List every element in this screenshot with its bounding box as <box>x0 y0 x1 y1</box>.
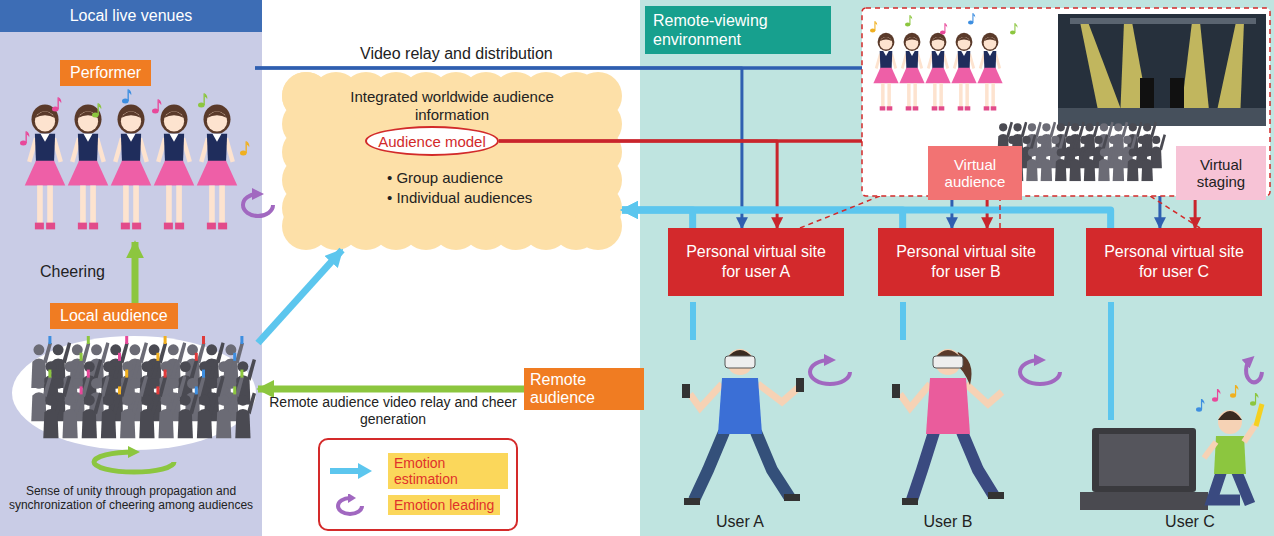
node-text: Audience model <box>378 133 486 150</box>
estimation-feed <box>693 302 1111 420</box>
remote-panel: Remote-viewing environmentPersonal virtu… <box>640 0 1274 536</box>
node-text: Personal virtual site for user A <box>684 242 828 282</box>
node-text: Remote-viewing environment <box>645 6 831 54</box>
node-text: Virtual staging <box>1180 156 1262 190</box>
unity-note: Sense of unity through propagation and s… <box>4 484 258 513</box>
cheer-arrow <box>258 386 524 393</box>
estimation-arrow <box>622 210 1111 228</box>
virtual-site-box: Personal virtual site for user B <box>878 228 1054 296</box>
user-label: User A <box>700 512 780 531</box>
remote-audience-box: Remote audience <box>524 368 644 410</box>
relay-label: Video relay and distribution <box>360 44 590 63</box>
audience-model-oval: Audience model <box>365 126 499 156</box>
video-relay-arrow <box>255 68 742 228</box>
user-a-figure <box>682 349 804 505</box>
model-arrow <box>499 141 777 228</box>
crowd-ground <box>12 336 256 450</box>
node-text: • Group audience <box>387 168 622 188</box>
legend-text: Emotion leading <box>388 495 500 515</box>
estimation-arrow <box>622 210 693 228</box>
node-text: Local audience <box>50 303 178 329</box>
cheer-relay-label: Remote audience video relay and cheer ge… <box>268 394 518 428</box>
node-text: Remote audience <box>530 371 638 407</box>
performer-group: Performer <box>15 60 255 242</box>
audience-cloud: Integrated worldwide audience informatio… <box>282 72 622 250</box>
crowd-silhouettes <box>31 336 256 438</box>
node-text: Integrated worldwide audience informatio… <box>337 88 567 124</box>
user-label: User C <box>1150 512 1230 531</box>
music-notes <box>20 89 249 155</box>
virtual-audience-box: Virtual audience <box>928 146 1022 200</box>
model-arrow <box>499 141 987 228</box>
node-text: Personal virtual site for user C <box>1102 242 1246 282</box>
legend-text: Emotion estimation <box>388 453 508 489</box>
node-text: Local live venues <box>0 0 262 32</box>
virtual-site-box: Personal virtual site for user C <box>1086 228 1262 296</box>
node-text: Personal virtual site for user B <box>894 242 1038 282</box>
local-audience-group: Local audience <box>10 303 258 455</box>
cheer-arrow <box>132 242 139 303</box>
estimation-arrow <box>622 210 903 228</box>
node-text: • Individual audiences <box>387 188 622 208</box>
user-c-figure <box>1080 385 1262 510</box>
node-text: Virtual audience <box>932 156 1018 190</box>
user-label: User B <box>908 512 988 531</box>
leading-loop-sample <box>328 494 374 516</box>
legend-row: Emotion estimation <box>328 453 508 489</box>
legend-row: Emotion leading <box>328 494 508 516</box>
emotion-leading-loops <box>243 194 1262 384</box>
cheering-label: Cheering <box>40 262 120 281</box>
estimation-arrow-sample <box>328 460 374 482</box>
model-arrow <box>499 141 1195 228</box>
node-text: Performer <box>60 60 151 86</box>
virtual-site-box: Personal virtual site for user A <box>668 228 844 296</box>
virtual-staging-box: Virtual staging <box>1176 146 1266 200</box>
video-relay-arrow <box>255 68 1160 228</box>
video-relay-arrow <box>255 68 952 228</box>
performer-figures <box>25 105 238 230</box>
legend-box: Emotion estimationEmotion leading <box>318 438 518 531</box>
user-b-figure <box>892 349 1004 505</box>
virtual-callout <box>800 8 1270 228</box>
unity-loop <box>94 452 174 472</box>
venue-panel: Local live venuesPerformerLocal audience <box>0 0 262 536</box>
estimation-arrow <box>258 250 342 343</box>
